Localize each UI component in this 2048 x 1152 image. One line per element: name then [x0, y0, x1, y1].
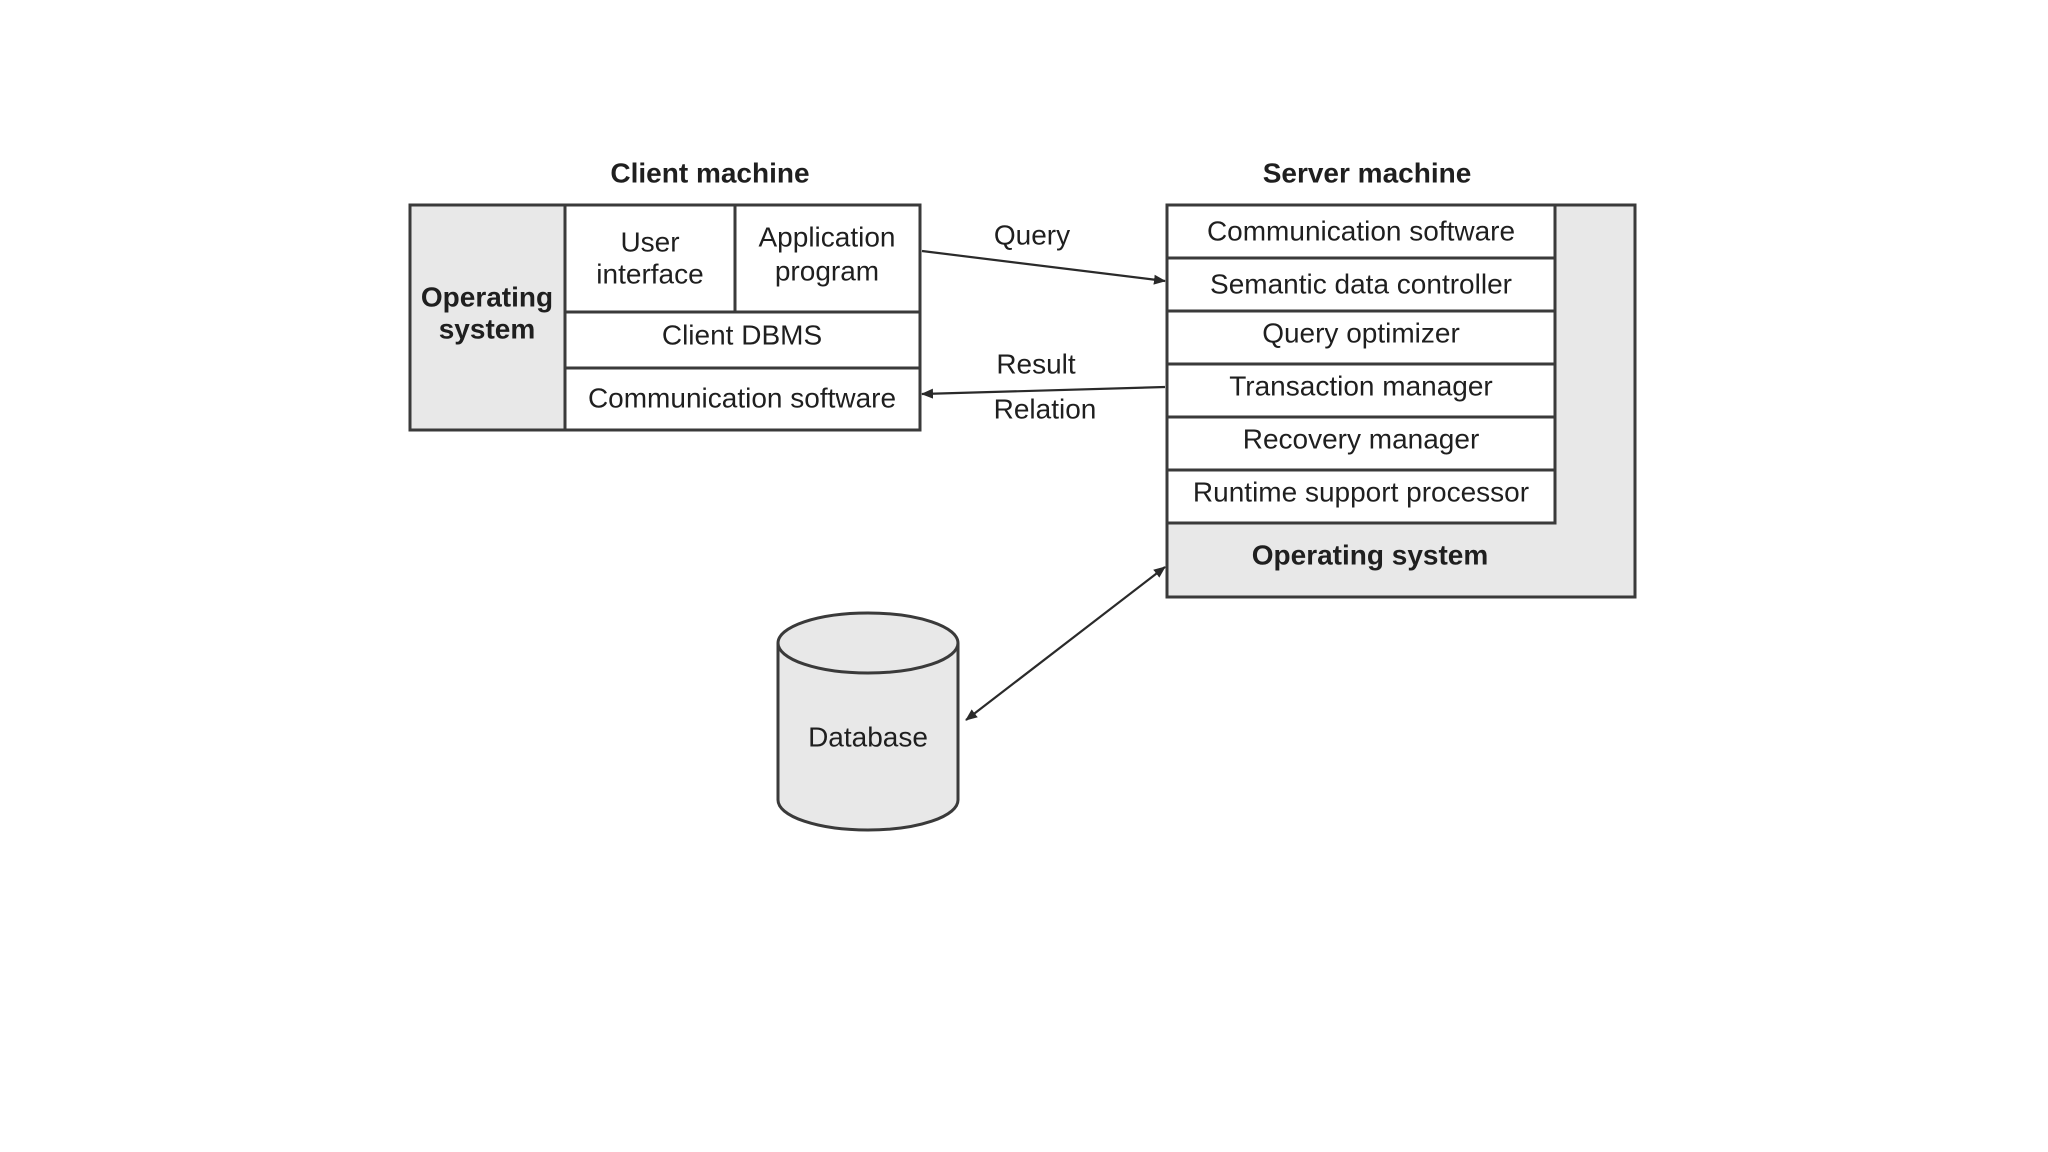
- server-layer-recovery-manager: Recovery manager: [1243, 423, 1480, 454]
- server-layer-query-optimizer: Query optimizer: [1262, 317, 1460, 348]
- database-server-arrow: [965, 566, 1166, 721]
- client-machine: Operating system User interface Applicat…: [408, 203, 922, 432]
- server-layer-box: [1165, 468, 1557, 525]
- server-layer-box: [1165, 362, 1557, 419]
- result-relation-arrow: [921, 385, 1166, 399]
- client-machine-title: Client machine: [610, 157, 809, 188]
- user-interface-label-line2: interface: [596, 258, 703, 289]
- server-layer-runtime-support-processor: Runtime support processor: [1193, 476, 1529, 507]
- server-layer-semantic-data-controller: Semantic data controller: [1210, 268, 1512, 299]
- database-body: [776, 643, 960, 832]
- client-dbms-box: [563, 310, 922, 370]
- relation-label: Relation: [994, 393, 1097, 424]
- user-interface-label-line1: User: [620, 226, 679, 257]
- client-os-label-line2: system: [439, 313, 536, 344]
- server-layer-transaction-manager: Transaction manager: [1229, 370, 1493, 401]
- client-communication-software-box: [563, 366, 922, 432]
- user-interface-box: [563, 203, 737, 314]
- client-dbms-label: Client DBMS: [662, 319, 822, 350]
- database-label: Database: [808, 721, 928, 752]
- server-machine-title: Server machine: [1263, 157, 1472, 188]
- client-communication-software-label: Communication software: [588, 382, 896, 413]
- database-top: [776, 611, 960, 675]
- server-layer-stack: Communication software Semantic data con…: [1165, 203, 1557, 525]
- database-cylinder: Database: [776, 611, 960, 832]
- server-os-label: Operating system: [1252, 539, 1489, 570]
- query-label: Query: [994, 219, 1070, 250]
- server-layer-communication-software: Communication software: [1207, 215, 1515, 246]
- query-arrow: [921, 249, 1166, 285]
- application-program-label-line1: Application: [759, 221, 896, 252]
- client-os-label-line1: Operating: [421, 281, 553, 312]
- server-machine: Communication software Semantic data con…: [1165, 203, 1637, 599]
- result-label: Result: [996, 348, 1076, 379]
- client-os-box: [408, 203, 567, 432]
- server-layer-box: [1165, 415, 1557, 472]
- application-program-label-line2: program: [775, 255, 879, 286]
- server-layer-box: [1165, 256, 1557, 313]
